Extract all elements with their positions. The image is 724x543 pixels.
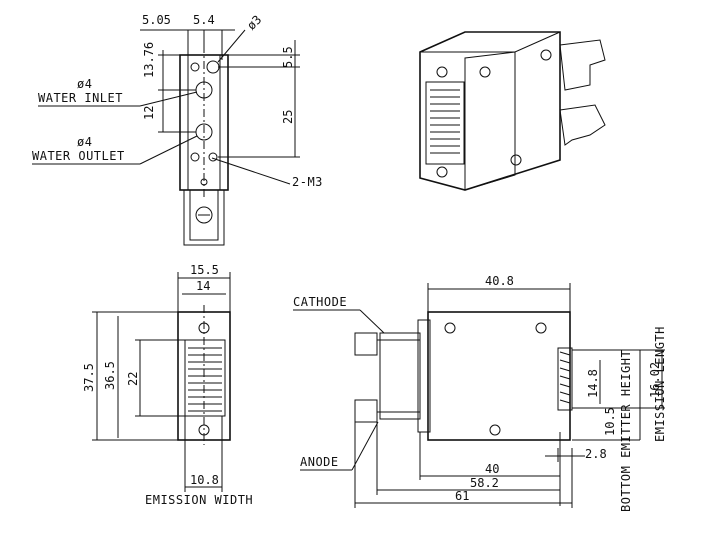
label-emission-length: EMISSION LENGTH: [653, 326, 667, 442]
side-fin: [559, 383, 571, 388]
leader-2-m3: [211, 157, 291, 185]
dim-61: 61: [455, 489, 469, 503]
side-anode-tab: [354, 399, 378, 423]
dim-36-5: 36.5: [103, 361, 117, 390]
dim-14-8: 14.8: [586, 369, 600, 398]
phi3-hole: [206, 60, 220, 74]
iso-emitter-fins: [430, 89, 460, 154]
label-water-outlet: WATER OUTLET: [32, 149, 125, 163]
side-screw-top-right: [535, 322, 547, 334]
dim-40-8: 40.8: [485, 274, 514, 288]
front-emitter-frame: [184, 339, 226, 417]
dim-5-5: 5.5: [281, 46, 295, 68]
iso-top-face: [419, 31, 561, 53]
side-fin: [559, 399, 571, 404]
dim-40: 40: [485, 462, 499, 476]
dim-12: 12: [142, 106, 156, 120]
iso-screw-bottom: [436, 166, 448, 178]
side-screw-bottom: [489, 424, 501, 436]
side-emitter-fins: [559, 351, 571, 404]
dim-10-8: 10.8: [190, 473, 219, 487]
iso-screw-top: [436, 66, 448, 78]
label-bottom-emitter-height: BOTTOM EMITTER HEIGHT: [619, 350, 633, 512]
leader-water-outlet: [139, 135, 198, 165]
side-screw-top-left: [444, 322, 456, 334]
iso-hole-right: [540, 49, 552, 61]
side-view: 40.8 14.8 10.5 16.02 BOTTOM EMITTER HEIG…: [293, 274, 667, 512]
dim-2-8: 2.8: [585, 447, 607, 461]
top-clip-inner: [189, 189, 219, 241]
label-water-inlet: WATER INLET: [38, 91, 123, 105]
dim-15-5: 15.5: [190, 263, 219, 277]
front-emitter-fins: [188, 347, 222, 412]
m3-hole-bottom-right: [208, 152, 218, 162]
label-phi4-outlet: ø4: [77, 135, 92, 149]
iso-hole-lower: [510, 154, 522, 166]
side-clip-body: [379, 332, 421, 420]
dim-phi3: ø3: [244, 12, 264, 32]
leader-anode: [351, 421, 379, 471]
side-fin: [559, 391, 571, 396]
leader-cathode: [359, 309, 385, 334]
iso-side-face: [464, 51, 516, 191]
side-fin: [559, 367, 571, 372]
dim-10-5: 10.5: [603, 407, 617, 436]
dim-14: 14: [196, 279, 210, 293]
iso-lower-clip: [559, 104, 606, 146]
side-flange: [417, 319, 431, 433]
side-cathode-tab: [354, 332, 378, 356]
side-fin: [559, 359, 571, 364]
label-2-m3: 2-M3: [292, 175, 323, 189]
clip-screw: [195, 206, 213, 224]
top-view: 5.05 5.4 ø3 13.76 12 5.5 25 ø4 WATER INL…: [32, 12, 323, 246]
m3-hole-bottom-left: [190, 152, 200, 162]
dim-37-5: 37.5: [82, 363, 96, 392]
m3-hole-top-left: [190, 62, 200, 72]
dim-22: 22: [126, 372, 140, 386]
top-small-hole: [200, 178, 208, 186]
dim-16-02: 16.02: [648, 362, 662, 398]
front-view: 15.5 14 37.5 36.5 22 10.8 EMISSION WIDTH: [82, 263, 253, 507]
label-anode: ANODE: [300, 455, 339, 469]
side-emitter-edge: [557, 347, 573, 411]
dim-13-76: 13.76: [142, 42, 156, 78]
leader-water-inlet: [139, 91, 198, 107]
label-cathode: CATHODE: [293, 295, 347, 309]
label-phi4-inlet: ø4: [77, 77, 92, 91]
side-body-outline: [427, 311, 571, 441]
iso-upper-clip: [559, 39, 606, 91]
dim-5-05: 5.05: [142, 13, 171, 27]
leader-phi3: [217, 29, 246, 63]
dim-58-2: 58.2: [470, 476, 499, 490]
isometric-view: [419, 31, 606, 191]
dim-5-4: 5.4: [193, 13, 215, 27]
side-fin: [559, 351, 571, 356]
iso-hole-upper: [479, 66, 491, 78]
label-emission-width: EMISSION WIDTH: [145, 493, 253, 507]
iso-emitter-frame: [425, 81, 465, 165]
dim-25: 25: [281, 110, 295, 124]
side-fin: [559, 375, 571, 380]
